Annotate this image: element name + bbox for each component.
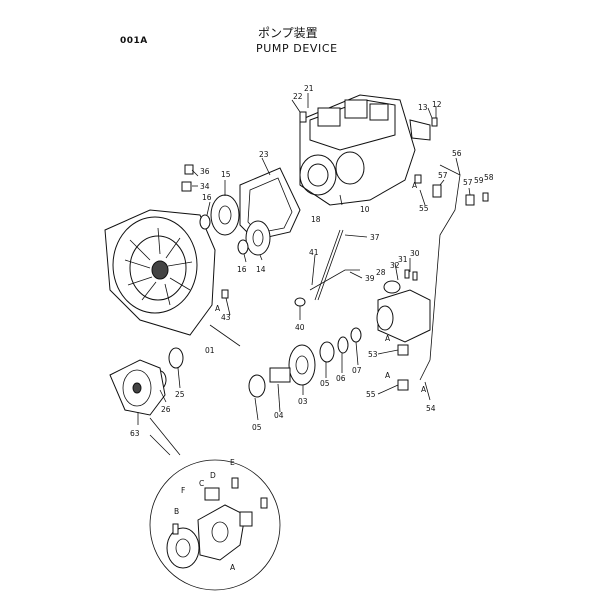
callout-43: 43 bbox=[221, 313, 231, 322]
callout-22: 22 bbox=[293, 92, 303, 101]
marker-c: C bbox=[199, 479, 204, 488]
callout-16: 16 bbox=[202, 193, 212, 202]
marker-d: D bbox=[210, 471, 216, 480]
callout-40: 40 bbox=[295, 323, 305, 332]
marker-a-detail: A bbox=[230, 563, 236, 572]
coupling-detail-view bbox=[149, 459, 281, 591]
oil-seal bbox=[319, 341, 335, 363]
flexible-coupling bbox=[109, 359, 166, 416]
callout-30: 30 bbox=[410, 249, 420, 258]
callout-37: 37 bbox=[370, 233, 380, 242]
callout-57b: 57 bbox=[463, 178, 473, 187]
callout-54: 54 bbox=[426, 404, 436, 413]
page-code: 001A bbox=[120, 36, 148, 46]
dipstick bbox=[314, 229, 341, 301]
callout-63: 63 bbox=[130, 429, 140, 438]
bearing bbox=[248, 374, 266, 398]
page-title-japanese: ポンプ装置 bbox=[258, 26, 318, 40]
callout-32: 32 bbox=[390, 261, 400, 270]
leader-lines bbox=[137, 93, 471, 425]
callout-03: 03 bbox=[298, 397, 308, 406]
marker-a-pump: A bbox=[385, 334, 391, 343]
callout-07: 07 bbox=[352, 366, 362, 375]
callout-53: 53 bbox=[368, 350, 378, 359]
o-ring bbox=[337, 336, 349, 354]
flywheel-housing bbox=[104, 209, 216, 336]
hose-line bbox=[419, 164, 461, 381]
main-pump-body bbox=[299, 94, 431, 206]
spline-shaft bbox=[269, 367, 291, 383]
drain-pipe bbox=[309, 269, 360, 291]
callout-58: 58 bbox=[484, 173, 494, 182]
marker-b: B bbox=[174, 507, 179, 516]
marker-f: F bbox=[181, 486, 185, 495]
reference-markers: A A A A A E D C F B A bbox=[174, 181, 427, 572]
marker-a-top: A bbox=[412, 181, 418, 190]
callout-13: 13 bbox=[418, 103, 428, 112]
callout-05b: 05 bbox=[320, 379, 330, 388]
callout-34: 34 bbox=[200, 182, 210, 191]
callout-23: 23 bbox=[259, 150, 269, 159]
spur-gear bbox=[288, 344, 316, 386]
callout-39: 39 bbox=[365, 274, 375, 283]
callout-57: 57 bbox=[438, 171, 448, 180]
callout-56: 56 bbox=[452, 149, 462, 158]
snap-ring bbox=[237, 239, 249, 255]
marker-e: E bbox=[230, 458, 235, 467]
callout-18: 18 bbox=[311, 215, 321, 224]
marker-a-housing: A bbox=[215, 304, 221, 313]
callout-36: 36 bbox=[200, 167, 210, 176]
callout-21: 21 bbox=[304, 84, 314, 93]
page-title: PUMP DEVICE bbox=[256, 42, 338, 55]
callout-59: 59 bbox=[474, 176, 484, 185]
callout-05: 05 bbox=[252, 423, 262, 432]
callout-14: 14 bbox=[256, 265, 266, 274]
callout-10: 10 bbox=[360, 205, 370, 214]
coupling-ring bbox=[168, 347, 184, 369]
callout-06: 06 bbox=[336, 374, 346, 383]
callout-26: 26 bbox=[161, 405, 171, 414]
marker-a-fitting: A bbox=[385, 371, 391, 380]
callout-41: 41 bbox=[309, 248, 319, 257]
callout-25: 25 bbox=[175, 390, 185, 399]
callout-31: 31 bbox=[398, 255, 408, 264]
idler-gear bbox=[245, 220, 271, 256]
callout-01: 01 bbox=[205, 346, 215, 355]
callout-28: 28 bbox=[376, 268, 386, 277]
drive-gear bbox=[210, 194, 240, 236]
callout-15: 15 bbox=[221, 170, 231, 179]
callout-16b: 16 bbox=[237, 265, 247, 274]
callout-04: 04 bbox=[274, 411, 284, 420]
callout-12: 12 bbox=[432, 100, 442, 109]
callout-55-top: 55 bbox=[419, 204, 429, 213]
marker-a-hose: A bbox=[421, 385, 427, 394]
gear-pump bbox=[376, 280, 431, 343]
callout-55-bottom: 55 bbox=[366, 390, 376, 399]
callout-numbers: 22 21 13 12 23 36 34 15 16 16 14 18 10 3… bbox=[130, 84, 494, 438]
